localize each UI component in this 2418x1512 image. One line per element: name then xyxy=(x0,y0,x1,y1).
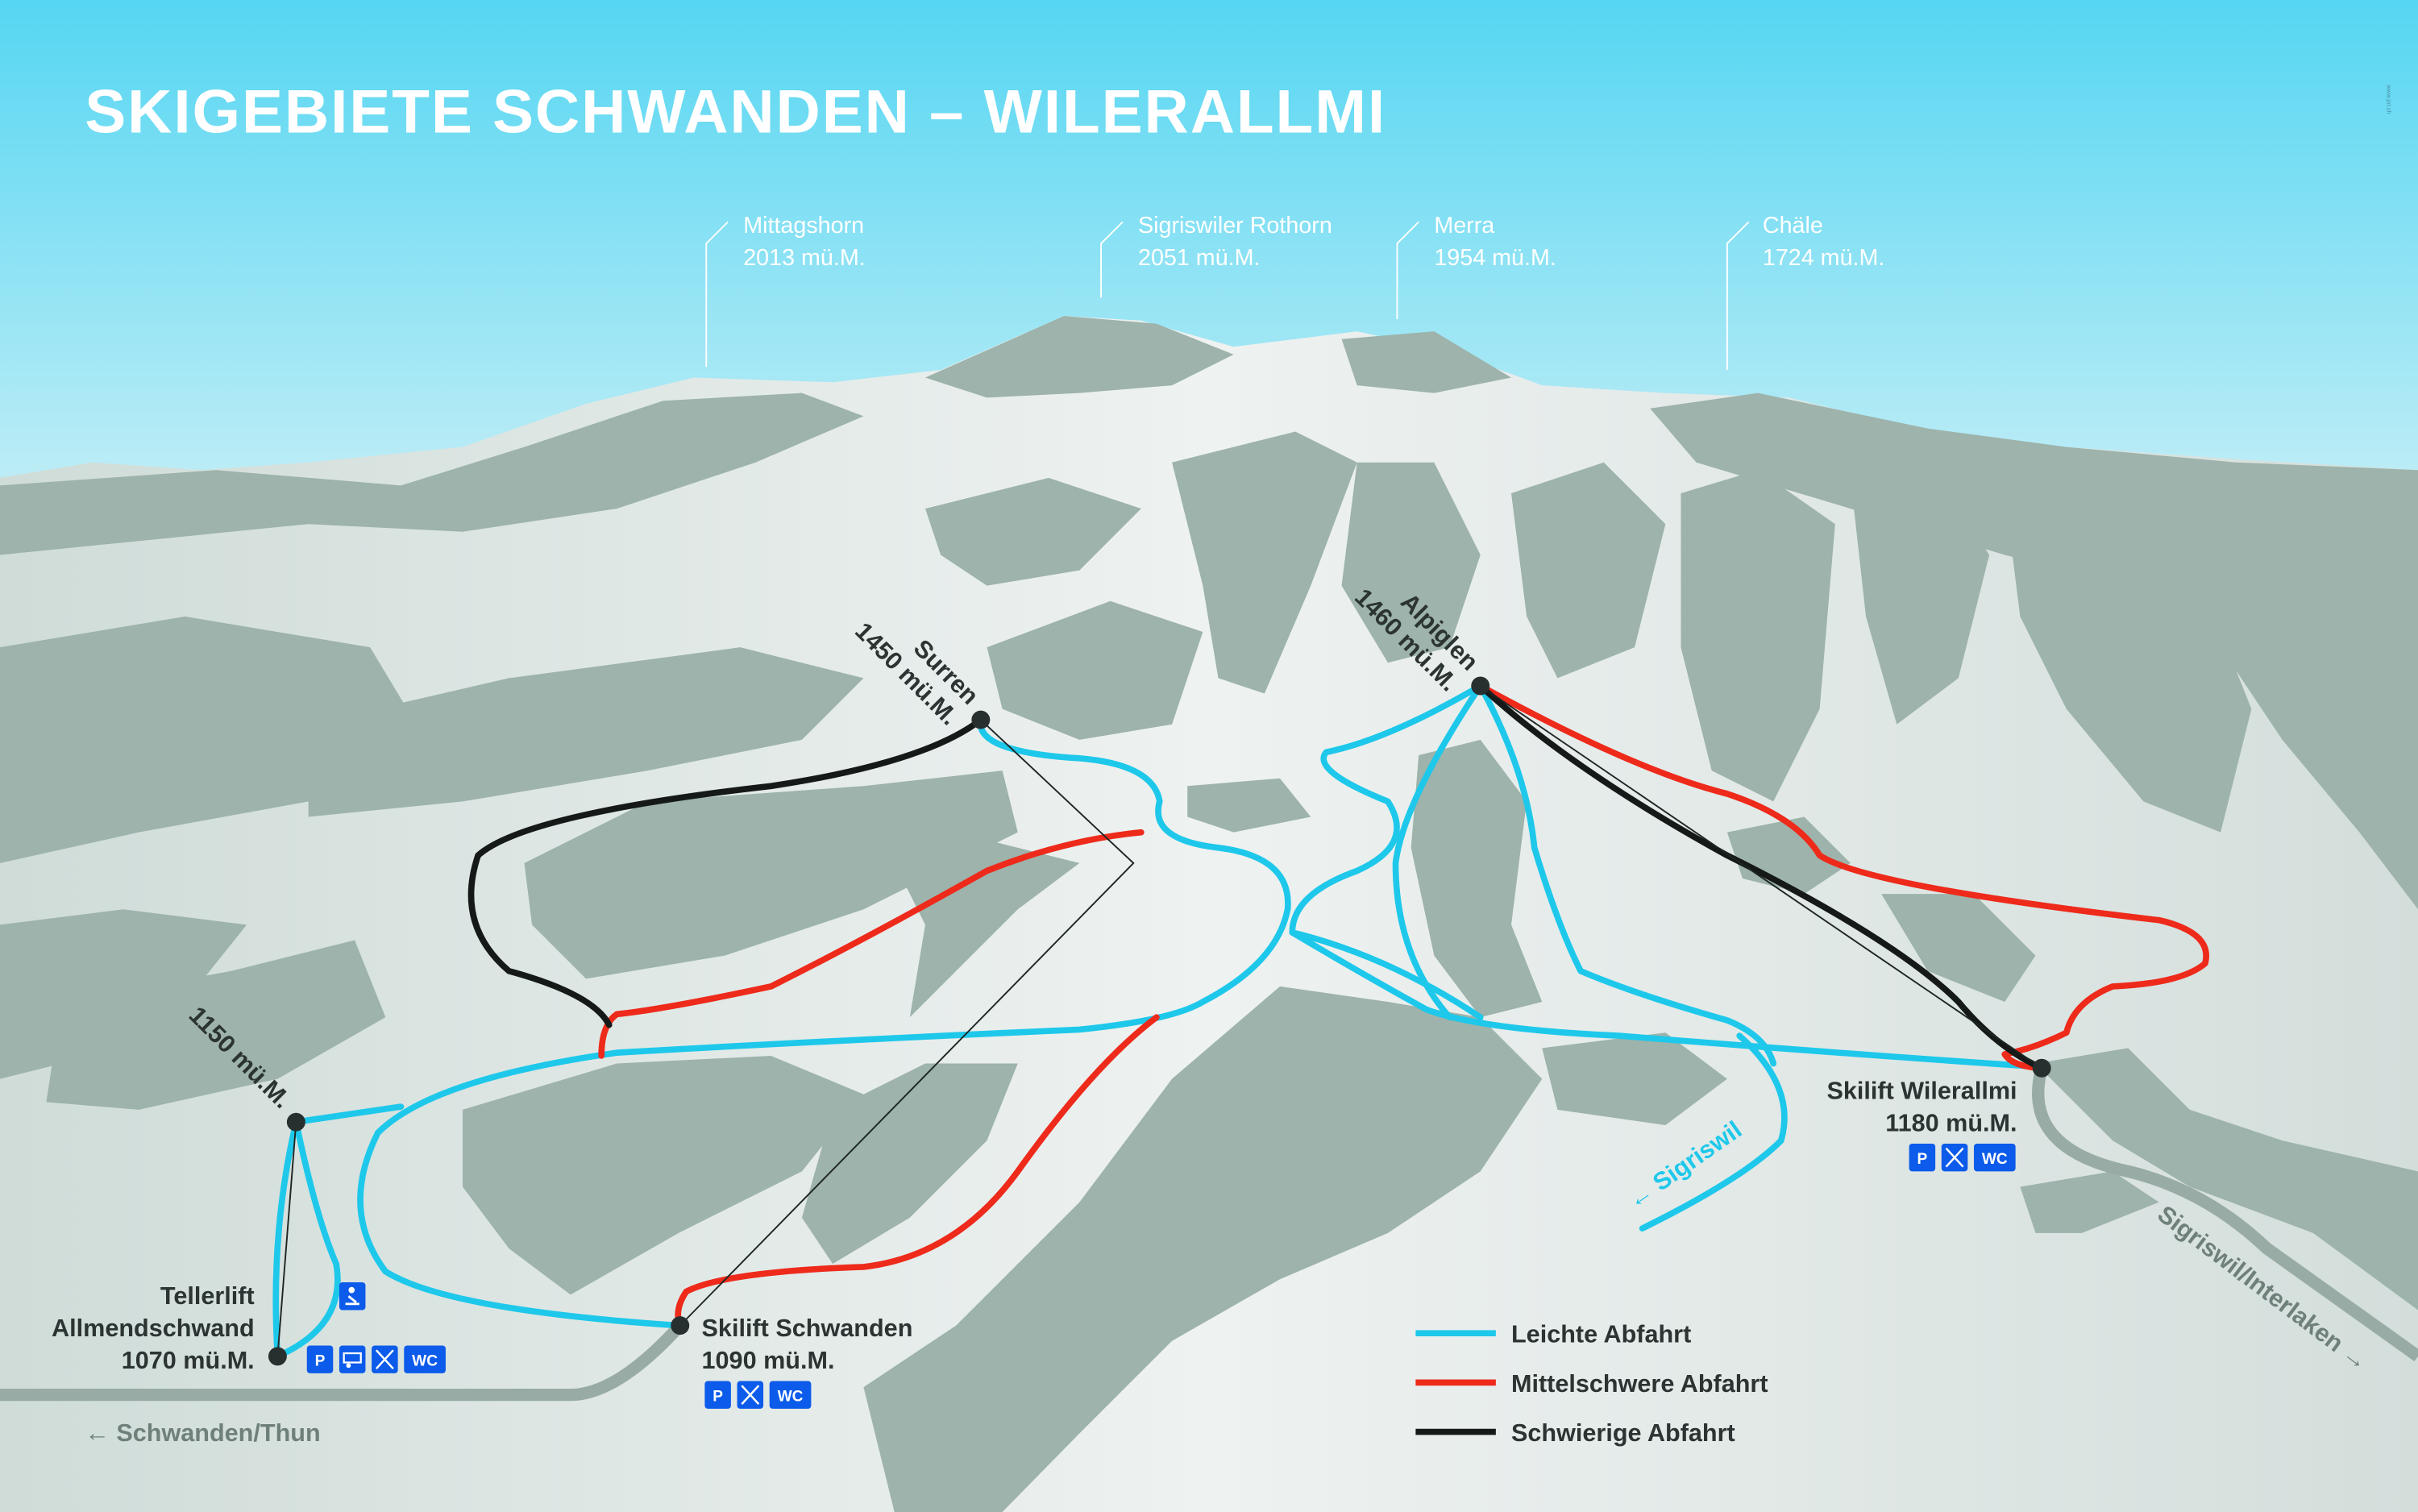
terrain xyxy=(0,316,2418,1512)
wilerallmi-name: Skilift Wilerallmi xyxy=(1826,1078,2017,1105)
peak-name-chaele: Chäle xyxy=(1763,213,1823,239)
peak-name-rothorn: Sigriswiler Rothorn xyxy=(1138,213,1332,239)
lift-wilerallmi-alpiglen xyxy=(1480,685,2042,1070)
roads xyxy=(0,1066,2418,1402)
svg-text:WC: WC xyxy=(778,1388,804,1405)
piste-medium xyxy=(598,829,1145,1059)
station-alpiglen-dot[interactable] xyxy=(1471,676,1490,696)
lift-lines xyxy=(276,685,2042,1356)
wc-icon: WC xyxy=(404,1345,446,1373)
peak-altitude-merra: 1954 mü.M. xyxy=(1434,245,1556,271)
svg-text:P: P xyxy=(315,1352,326,1369)
peak-name-merra: Merra xyxy=(1434,213,1494,239)
road-label-schwanden-thun: ← Schwanden/Thun xyxy=(85,1419,320,1447)
sled-icon xyxy=(339,1282,366,1311)
piste-medium xyxy=(1477,683,2209,1072)
wc-icon: WC xyxy=(769,1381,812,1409)
restaurant-icon xyxy=(1941,1143,1968,1172)
station-tellerlift-dot[interactable] xyxy=(268,1347,287,1366)
legend-label-easy: Leichte Abfahrt xyxy=(1511,1321,1691,1348)
peak-name-mittagshorn: Mittagshorn xyxy=(743,213,864,239)
piste-easy xyxy=(357,717,1291,1329)
station-wilerallmi-dot[interactable] xyxy=(2032,1058,2051,1078)
peak-altitude-rothorn: 2051 mü.M. xyxy=(1138,245,1261,271)
medium-pistes xyxy=(598,683,2209,1329)
legend-label-hard: Schwierige Abfahrt xyxy=(1511,1419,1735,1447)
restaurant-icon xyxy=(737,1381,764,1409)
station-teller-top-dot[interactable] xyxy=(286,1112,305,1132)
piste-easy xyxy=(293,1103,405,1126)
lift-schwanden-surren xyxy=(679,719,1135,1327)
bus-icon xyxy=(339,1345,366,1373)
wilerallmi-altitude: 1180 mü.M. xyxy=(1885,1110,2017,1137)
station-surren-dot[interactable] xyxy=(971,710,991,729)
piste-hard xyxy=(467,717,984,1028)
tellerlift-name-1: Tellerlift xyxy=(160,1282,255,1310)
parking-icon: P xyxy=(704,1381,731,1409)
schwanden-altitude: 1090 mü.M. xyxy=(702,1347,835,1374)
piste-easy xyxy=(274,1119,341,1360)
map-title: SKIGEBIETE SCHWANDEN – WILERALLMI xyxy=(85,77,1386,146)
tellerlift-name-2: Allmendschwand xyxy=(52,1315,255,1342)
peak-markers xyxy=(705,221,1750,370)
piste-easy xyxy=(1639,1032,1788,1232)
piste-easy xyxy=(272,1119,300,1360)
schwanden-name: Skilift Schwanden xyxy=(702,1315,913,1342)
svg-text:WC: WC xyxy=(412,1352,438,1369)
piste-easy xyxy=(1289,929,1484,1020)
piste-medium xyxy=(675,1014,1160,1329)
legend-label-medium: Mittelschwere Abfahrt xyxy=(1511,1370,1768,1398)
legend: Leichte Abfahrt Mittelschwere Abfahrt Sc… xyxy=(1415,1321,1768,1447)
easy-pistes xyxy=(272,683,2039,1360)
piste-easy xyxy=(1477,683,1777,1067)
parking-icon: P xyxy=(306,1345,334,1373)
svg-text:P: P xyxy=(713,1388,723,1405)
lift-tellerlift xyxy=(276,1122,297,1356)
station-schwanden-dot[interactable] xyxy=(671,1316,690,1335)
piste-easy xyxy=(1392,683,1484,1020)
tellerlift-altitude: 1070 mü.M. xyxy=(122,1347,255,1374)
peak-altitude-chaele: 1724 mü.M. xyxy=(1763,245,1885,271)
svg-text:WC: WC xyxy=(1982,1151,2008,1168)
wc-icon: WC xyxy=(1973,1143,2016,1172)
peak-altitude-mittagshorn: 2013 mü.M. xyxy=(743,245,866,271)
restaurant-icon xyxy=(372,1345,398,1373)
svg-text:P: P xyxy=(1917,1151,1928,1168)
credit: www.jot.ch xyxy=(2386,84,2393,114)
parking-icon: P xyxy=(1909,1143,1936,1172)
